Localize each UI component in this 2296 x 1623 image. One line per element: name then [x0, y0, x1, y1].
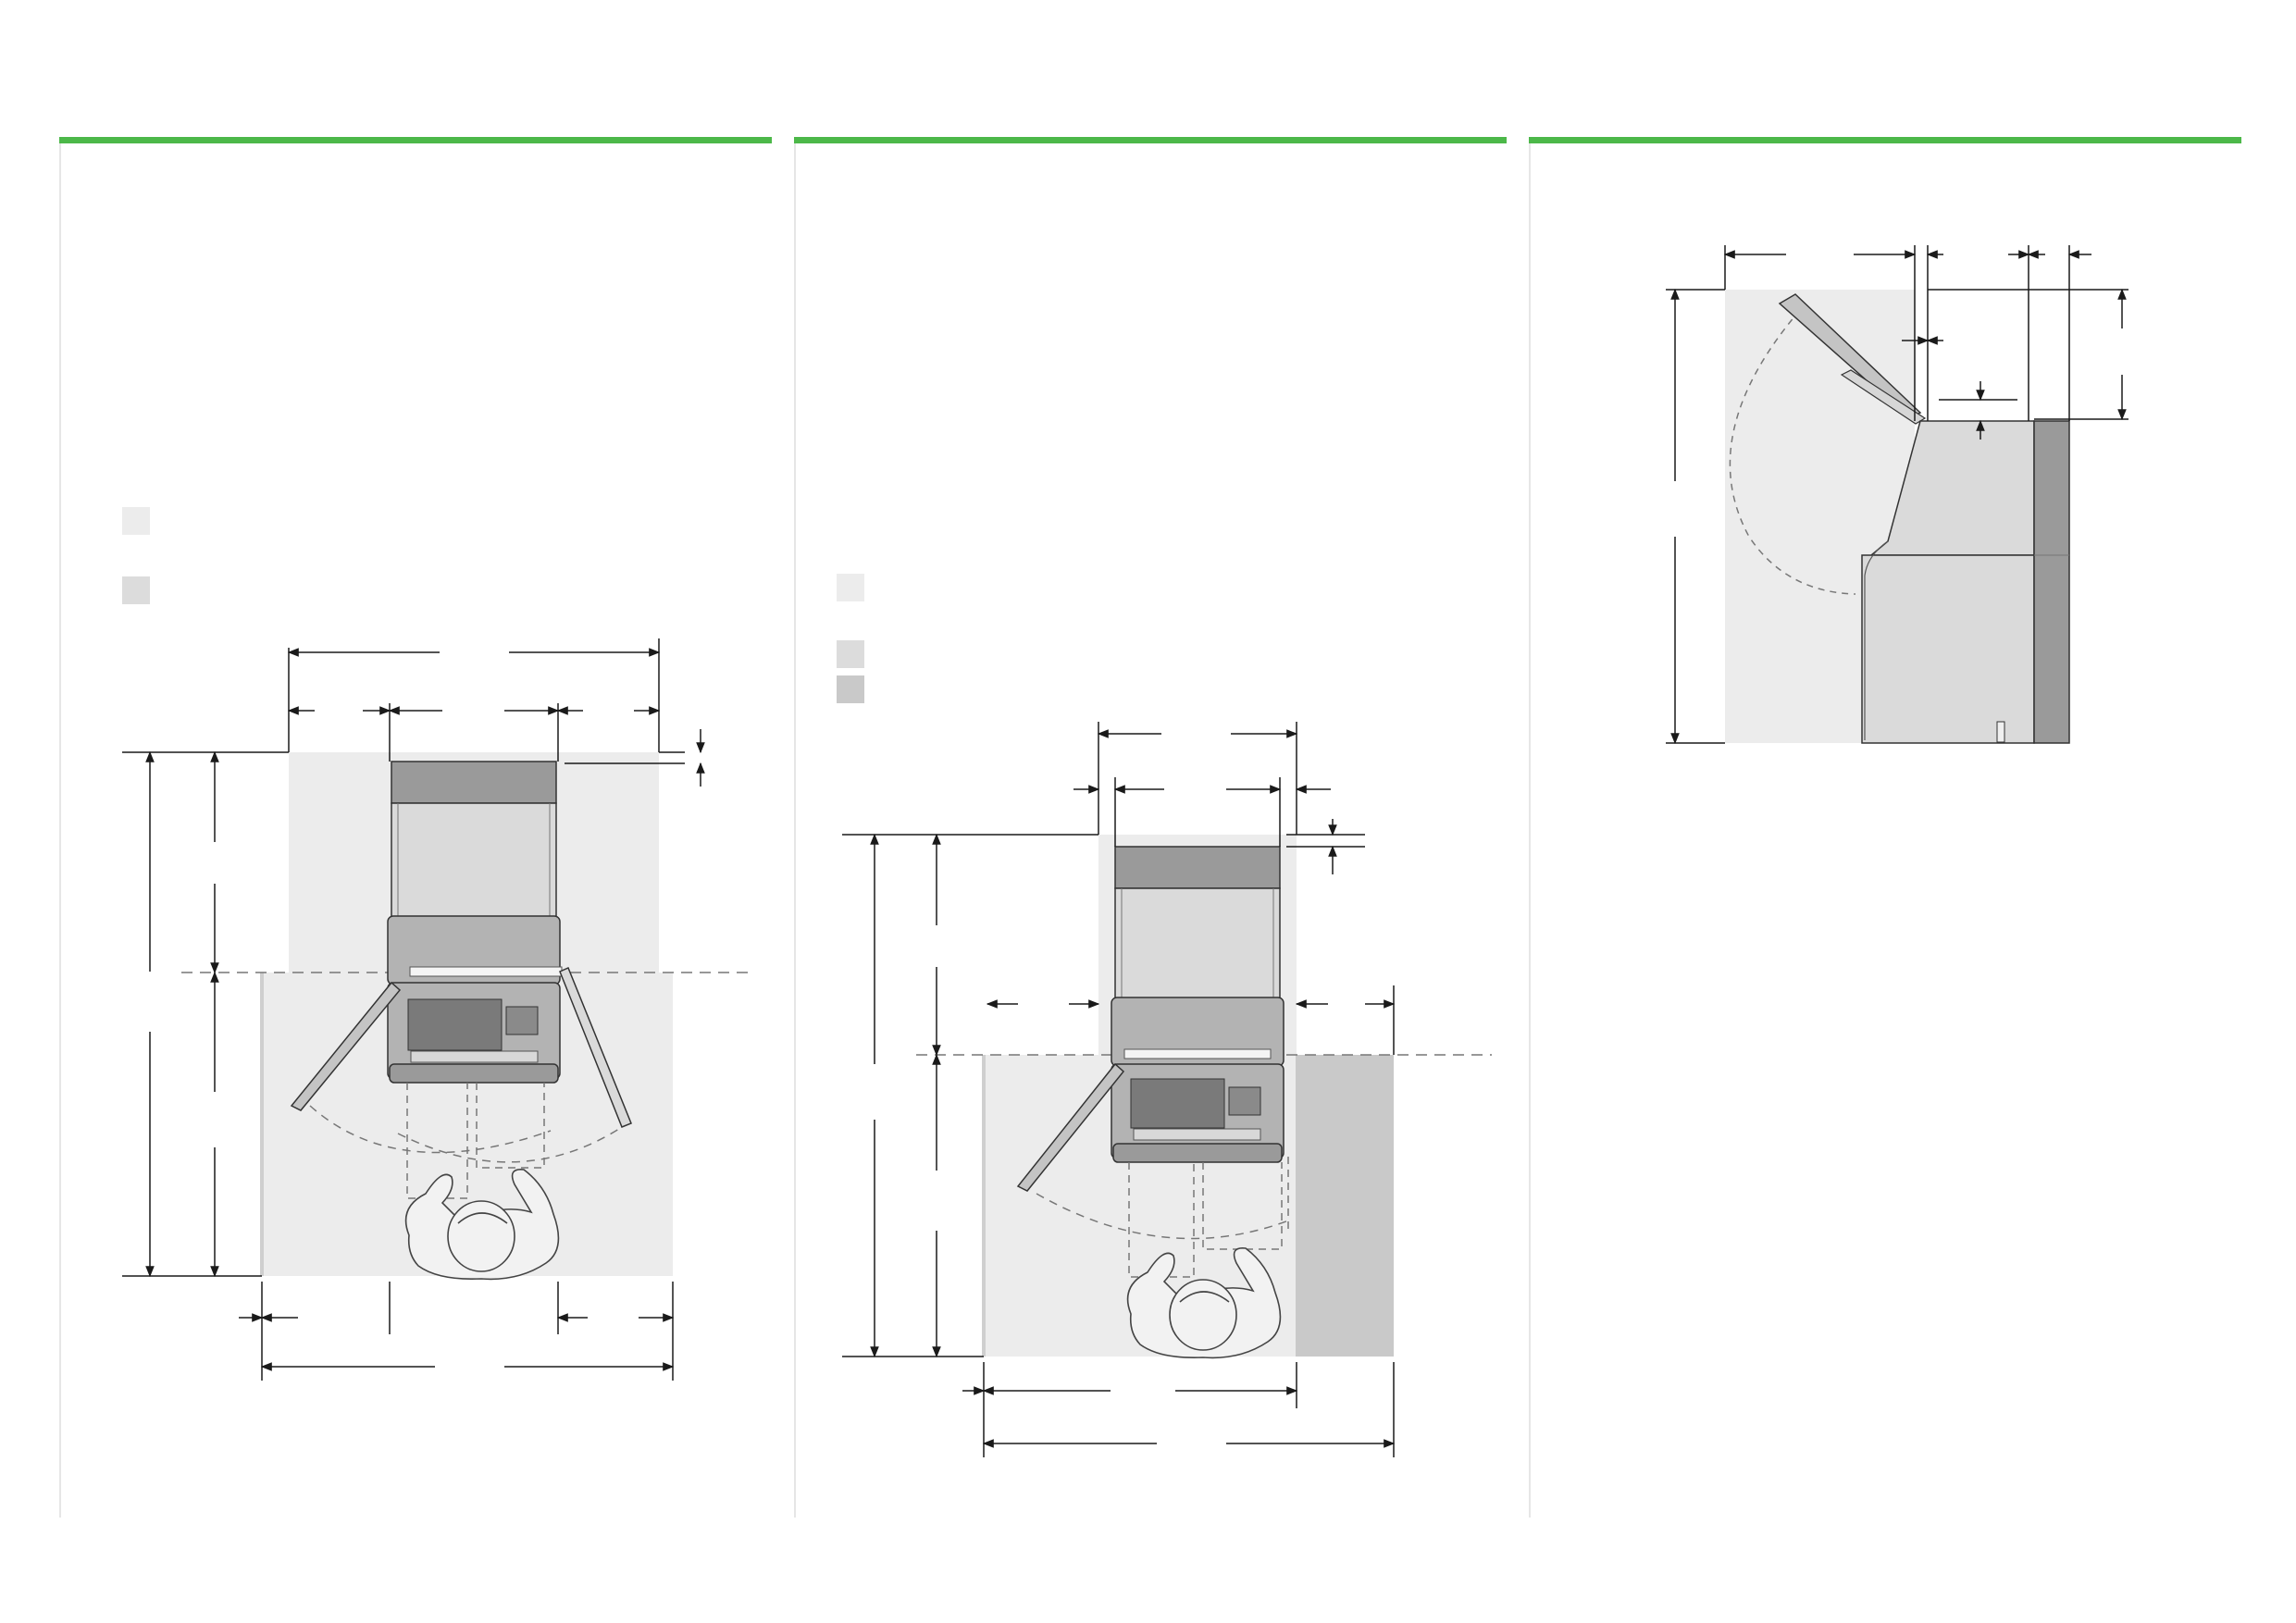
operator-figure: [404, 1169, 560, 1281]
legend-swatch-light: [837, 574, 864, 601]
column-rule-2: [794, 143, 796, 1518]
door-swing-arc: [397, 1126, 623, 1163]
machine-rear-panel: [2033, 420, 2070, 744]
top-view-diagram-2: [842, 722, 1492, 1457]
column-header-bar-1: [59, 137, 772, 143]
machine-body: [1114, 887, 1281, 1000]
front-edge: [1864, 540, 1889, 740]
side-keypad: [505, 1006, 539, 1035]
side-elevation-diagram: [1666, 245, 2128, 745]
left-door-open: [290, 981, 402, 1111]
operator-figure: [1126, 1247, 1282, 1359]
side-keypad: [1228, 1086, 1261, 1116]
display-screen: [407, 998, 503, 1051]
console-foot: [389, 1063, 559, 1084]
dimension-lines: [842, 722, 1396, 1457]
column-rule-3: [1529, 143, 1531, 1518]
machine-rear-module: [391, 761, 557, 804]
right-door-open: [559, 966, 632, 1128]
machine-lower-body: [1861, 554, 2035, 744]
door-swing-arc: [309, 1105, 552, 1154]
top-view-diagram-1: [122, 638, 750, 1381]
column-header-bar-2: [794, 137, 1507, 143]
tray: [410, 1050, 539, 1063]
left-door-open: [1016, 1062, 1125, 1192]
column-header-bar-3: [1529, 137, 2241, 143]
light-strip: [409, 966, 563, 977]
light-strip: [1123, 1048, 1272, 1059]
legend-swatch-medium: [837, 640, 864, 668]
machine-body: [391, 802, 557, 920]
console-foot: [1112, 1143, 1283, 1163]
dimension-lines: [122, 638, 705, 1381]
legend-swatch-dark: [837, 675, 864, 703]
lid-hinge-arm: [1840, 369, 1927, 425]
legend-swatch-medium: [122, 576, 150, 604]
door-swing-arc: [1036, 1193, 1292, 1240]
dimension-lines: [1666, 245, 2128, 745]
lid-swing-arc: [1729, 309, 1856, 595]
side-clearance-zone: [1296, 1055, 1394, 1357]
tray: [1133, 1128, 1261, 1141]
legend-swatch-light: [122, 507, 150, 535]
column-rule-1: [59, 143, 61, 1518]
display-screen: [1130, 1078, 1225, 1129]
floor-fixing: [1996, 721, 2005, 743]
machine-rear-module: [1114, 846, 1281, 889]
